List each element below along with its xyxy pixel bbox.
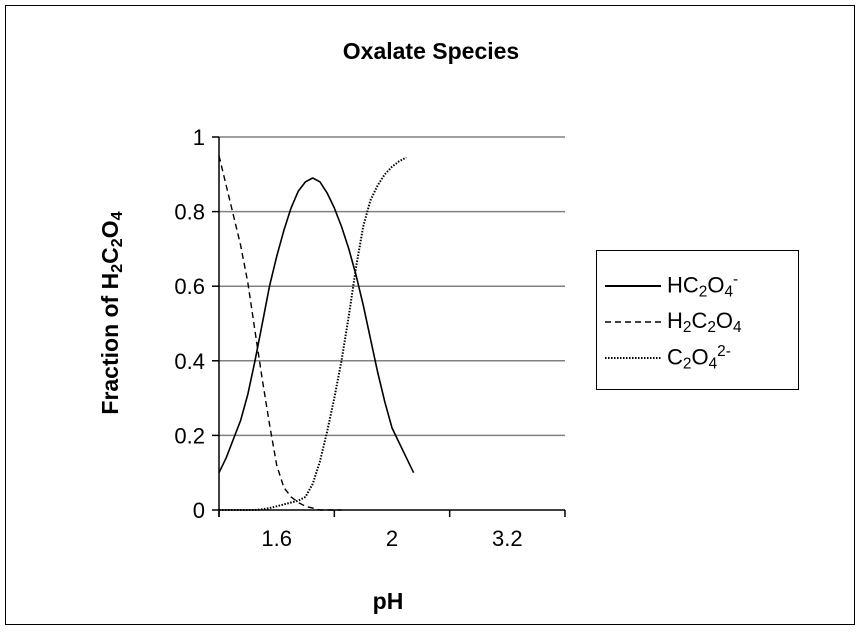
- y-tick-label: 0.6: [174, 274, 205, 299]
- legend-label-h2c2o4: H2C2O4: [667, 307, 742, 336]
- x-axis-title: pH: [372, 588, 404, 614]
- y-tick-label: 0: [193, 498, 205, 523]
- x-tick-label: 1.6: [261, 526, 292, 551]
- legend-line-solid: [605, 285, 661, 287]
- y-tick-label: 0.4: [174, 349, 205, 374]
- legend-line-dashed: [605, 321, 661, 323]
- chart-title: Oxalate Species: [342, 38, 520, 64]
- legend-item-hc2o4: HC2O4-: [605, 269, 738, 303]
- series-line-solid: [218, 177, 415, 474]
- legend-item-c2o4: C2O42-: [605, 341, 731, 375]
- series-line-dotted: [219, 156, 407, 511]
- y-tick-label: 1: [193, 125, 205, 150]
- y-tick-label: 0.8: [174, 200, 205, 225]
- legend-label-hc2o4: HC2O4-: [667, 270, 739, 301]
- legend-item-h2c2o4: H2C2O4: [605, 305, 742, 339]
- series-line-dashed: [218, 155, 342, 511]
- legend: HC2O4- H2C2O4 C2O42-: [596, 250, 799, 390]
- legend-line-dotted: [605, 357, 661, 359]
- x-tick-label: 2: [386, 526, 398, 551]
- legend-label-c2o4: C2O42-: [667, 342, 731, 373]
- y-axis-title: Fraction of H2C2O4: [96, 211, 127, 415]
- y-tick-label: 0.2: [174, 423, 205, 448]
- x-tick-label: 3.2: [492, 526, 523, 551]
